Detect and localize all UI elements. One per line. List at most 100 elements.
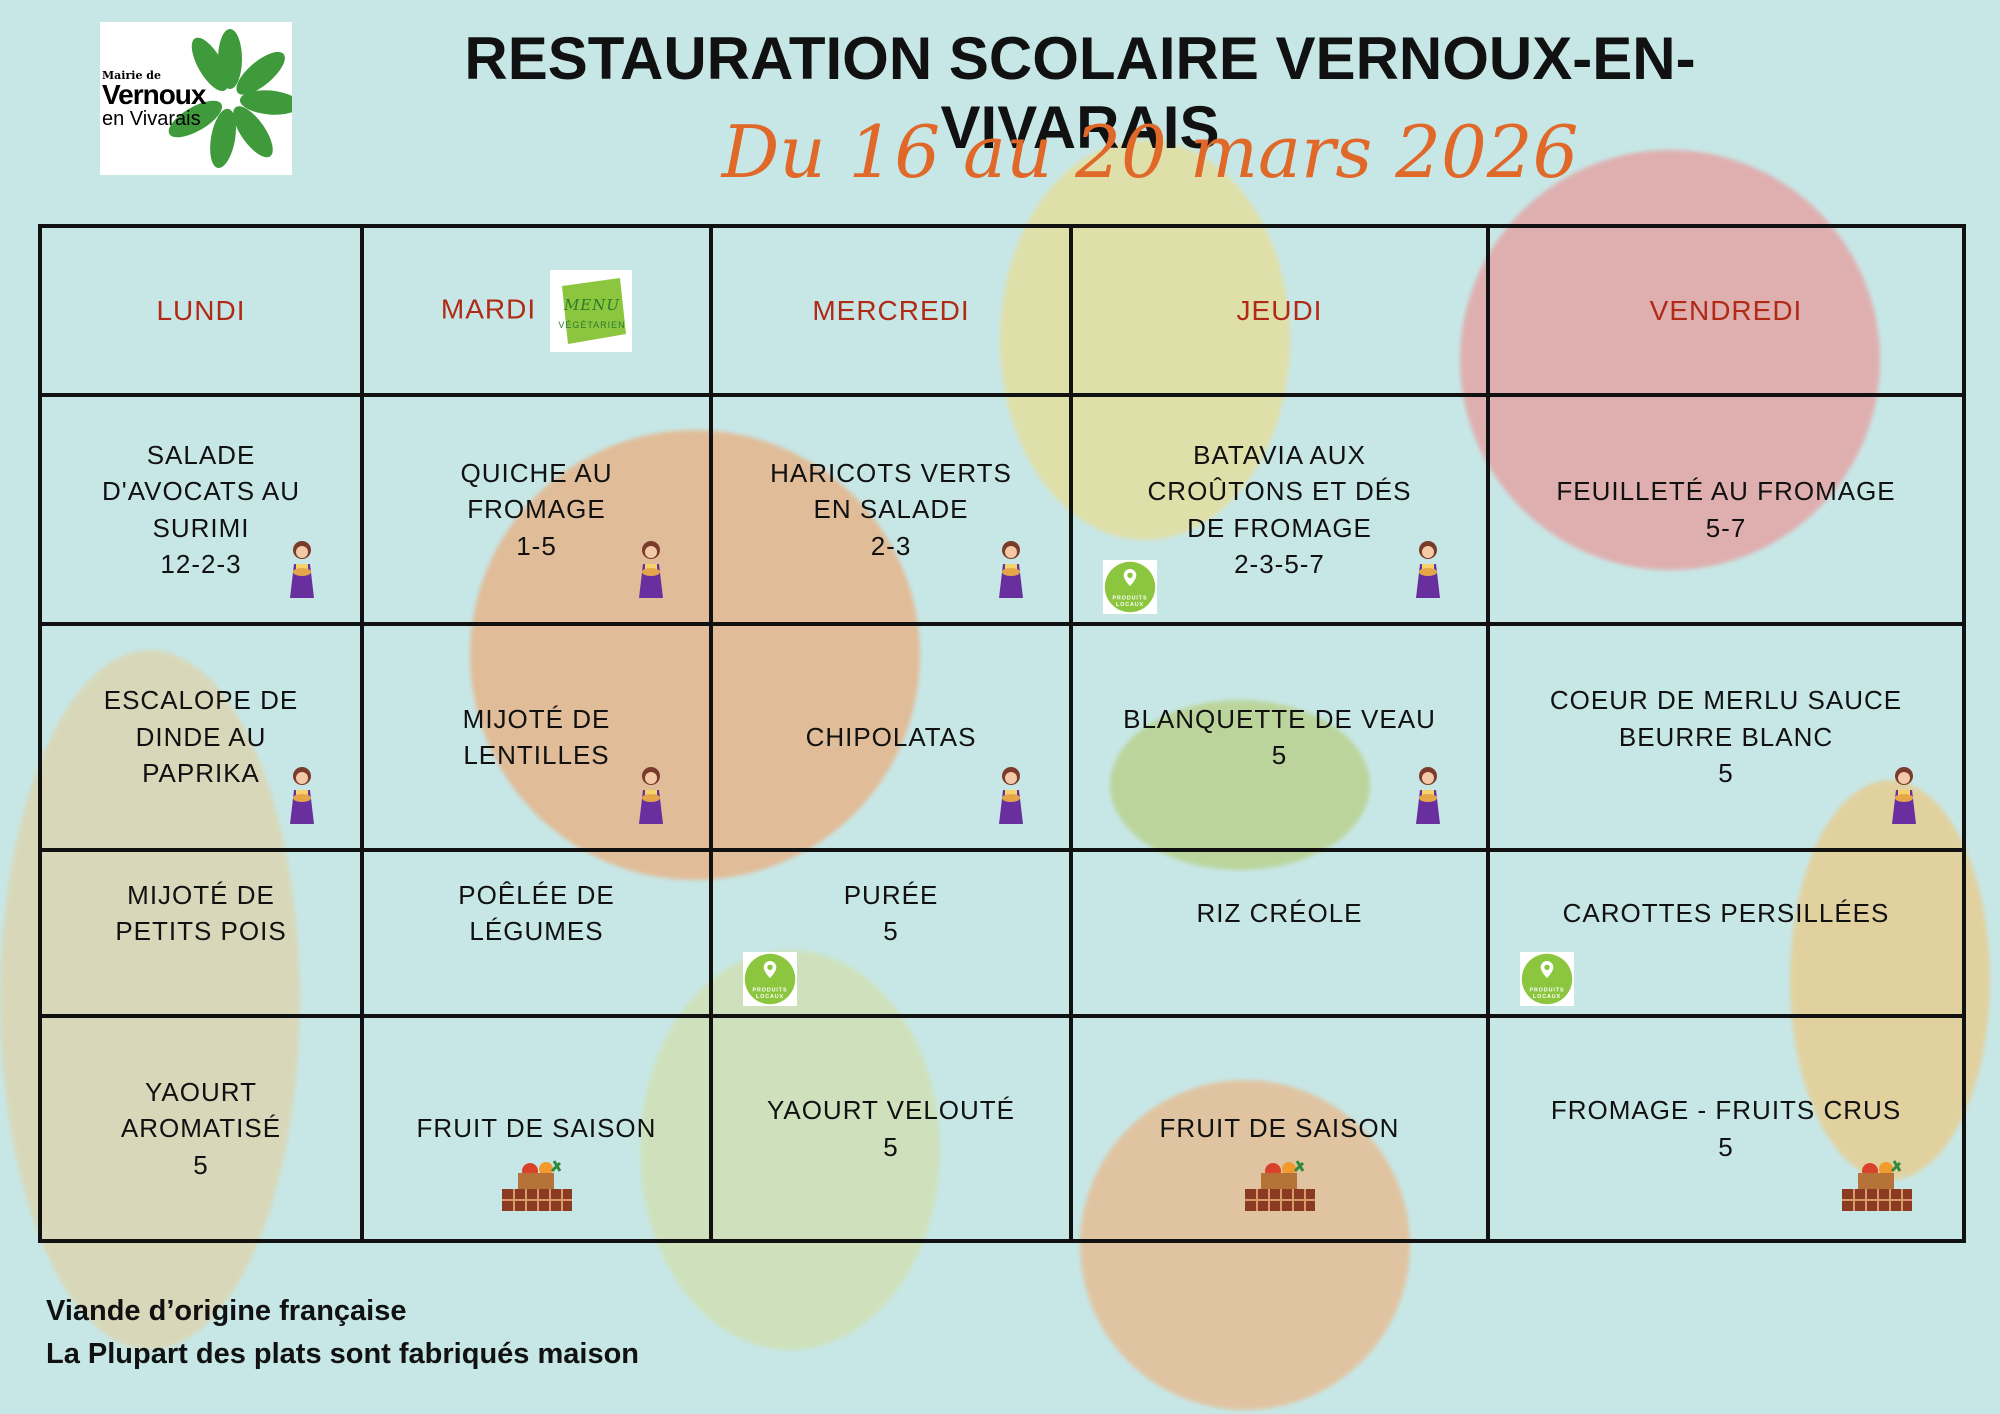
dish-text: DINDE AU — [135, 721, 267, 752]
dish-text: FRUIT DE SAISON — [416, 1113, 657, 1144]
logo-line2: Vernoux — [102, 79, 206, 110]
menu-row-dessert: YAOURT AROMATISÉ 5 FRUIT DE SAISON YAOURT VE… — [38, 1014, 1966, 1243]
day-header-mardi: MARDI MenuVÉGÉTARIEN — [360, 224, 713, 397]
dish-text: 2-3-5-7 — [1234, 548, 1325, 579]
svg-text:PRODUITS: PRODUITS — [753, 988, 788, 994]
dish-text: MIJOTÉ DE — [127, 879, 275, 910]
dish-text: EN SALADE — [813, 494, 969, 525]
fruit-basket-icon — [501, 1159, 572, 1211]
dish-text: 2-3 — [870, 530, 912, 561]
dish-text: BEURRE BLANC — [1618, 721, 1834, 752]
day-label: LUNDI — [156, 294, 246, 326]
dish-text: POÊLÉE DE — [458, 879, 615, 910]
dish-text: 5-7 — [1705, 512, 1747, 543]
dish-text: ESCALOPE DE — [103, 685, 299, 716]
homemade-chef-icon — [991, 538, 1031, 600]
menu-cell: FRUIT DE SAISON — [360, 1014, 713, 1243]
homemade-chef-icon — [1408, 764, 1448, 826]
menu-row-side: MIJOTÉ DE PETITS POIS POÊLÉE DE LÉGUMES PURÉ… — [38, 848, 1966, 1018]
dish-text: CHIPOLATAS — [805, 721, 977, 752]
menu-row-main: ESCALOPE DE DINDE AU PAPRIKA MIJOTÉ DE LENTI… — [38, 622, 1966, 852]
day-header-mercredi: MERCREDI — [709, 224, 1073, 397]
day-label: JEUDI — [1236, 294, 1323, 326]
homemade-chef-icon — [1408, 538, 1448, 600]
day-label: MERCREDI — [812, 294, 970, 326]
svg-text:VÉGÉTARIEN: VÉGÉTARIEN — [558, 320, 625, 330]
footer-homemade: La Plupart des plats sont fabriqués mais… — [46, 1338, 640, 1370]
menu-cell: FEUILLETÉ AU FROMAGE 5-7 — [1486, 393, 1966, 626]
dish-text: BLANQUETTE DE VEAU — [1123, 703, 1436, 734]
dish-text: PAPRIKA — [142, 758, 260, 789]
dish-text: PURÉE — [843, 879, 939, 910]
menu-cell: HARICOTS VERTS EN SALADE 2-3 — [709, 393, 1073, 626]
dish-text: 5 — [883, 916, 899, 946]
menu-cell: BATAVIA AUX CROÛTONS ET DÉS DE FROMAGE 2-3-… — [1069, 393, 1490, 626]
dish-text: DE FROMAGE — [1187, 512, 1372, 543]
page-title: RESTAURATION SCOLAIRE VERNOUX-EN-VIVARAI… — [464, 25, 1696, 161]
dish-text: FEUILLETÉ AU FROMAGE — [1556, 476, 1896, 507]
dish-text: FROMAGE - FRUITS CRUS — [1550, 1095, 1902, 1126]
day-label: MARDI — [440, 292, 537, 324]
menu-cell: BLANQUETTE DE VEAU 5 — [1069, 622, 1490, 852]
dish-text: LÉGUMES — [469, 916, 604, 946]
svg-text:Menu: Menu — [563, 296, 620, 314]
leaf-rosette-icon — [168, 29, 292, 169]
menu-cell: YAOURT AROMATISÉ 5 — [38, 1014, 364, 1243]
fruit-basket-icon — [1244, 1159, 1315, 1211]
homemade-chef-icon — [282, 764, 322, 826]
footer-meat-origin: Viande d’origine française — [46, 1295, 407, 1327]
svg-text:LOCAUX: LOCAUX — [1116, 602, 1144, 608]
homemade-chef-icon — [631, 764, 671, 826]
menu-cell: CHIPOLATAS — [709, 622, 1073, 852]
logo-line3: en Vivarais — [102, 108, 201, 130]
homemade-chef-icon — [631, 538, 671, 600]
svg-text:LOCAUX: LOCAUX — [1533, 994, 1561, 1000]
dish-text: 5 — [1718, 1131, 1734, 1162]
dish-text: CAROTTES PERSILLÉES — [1562, 897, 1890, 928]
svg-text:PRODUITS: PRODUITS — [1113, 596, 1148, 602]
menu-cell: MIJOTÉ DE PETITS POIS — [38, 848, 364, 1018]
dish-text: 5 — [193, 1149, 209, 1180]
menu-cell: POÊLÉE DE LÉGUMES — [360, 848, 713, 1018]
dish-text: BATAVIA AUX — [1193, 439, 1366, 470]
svg-text:LOCAUX: LOCAUX — [756, 994, 784, 1000]
homemade-chef-icon — [282, 538, 322, 600]
menu-cell: MIJOTÉ DE LENTILLES — [360, 622, 713, 852]
logo-line1: Mairie de — [102, 69, 161, 82]
dish-text: FRUIT DE SAISON — [1159, 1113, 1400, 1144]
dish-text: FROMAGE — [467, 494, 606, 525]
dish-text: YAOURT VELOUTÉ — [766, 1095, 1016, 1126]
menu-table: LUNDI MARDI MenuVÉGÉTARIEN MERCREDI JEUDI VEN… — [38, 224, 1966, 1243]
menu-cell: FRUIT DE SAISON — [1069, 1014, 1490, 1243]
menu-cell: QUICHE AU FROMAGE 1-5 — [360, 393, 713, 626]
dish-text: QUICHE AU — [460, 457, 613, 488]
dish-text: SALADE — [146, 439, 256, 470]
dish-text: 1-5 — [516, 530, 557, 561]
dish-text: 5 — [1271, 740, 1288, 770]
dish-text: YAOURT — [145, 1076, 257, 1107]
day-header-vendredi: VENDREDI — [1486, 224, 1966, 397]
dish-text: LENTILLES — [463, 740, 610, 770]
dish-text: HARICOTS VERTS — [770, 457, 1012, 488]
homemade-chef-icon — [1884, 764, 1924, 826]
menu-cell: ESCALOPE DE DINDE AU PAPRIKA — [38, 622, 364, 852]
vegetarian-menu-badge-icon: MenuVÉGÉTARIEN — [550, 269, 633, 352]
homemade-chef-icon — [991, 764, 1031, 826]
dish-text: MIJOTÉ DE — [462, 703, 611, 734]
dish-text: PETITS POIS — [115, 916, 287, 946]
town-logo: Mairie de Vernoux en Vivarais — [100, 22, 292, 175]
svg-text:PRODUITS: PRODUITS — [1530, 988, 1565, 994]
menu-cell: RIZ CRÉOLE — [1069, 848, 1490, 1018]
dish-text: COEUR DE MERLU SAUCE — [1549, 685, 1903, 716]
dish-text: D'AVOCATS AU — [101, 476, 301, 507]
dish-text: 5 — [1718, 758, 1734, 789]
dish-text: CROÛTONS ET DÉS — [1147, 476, 1412, 507]
dish-text: AROMATISÉ — [120, 1113, 282, 1144]
